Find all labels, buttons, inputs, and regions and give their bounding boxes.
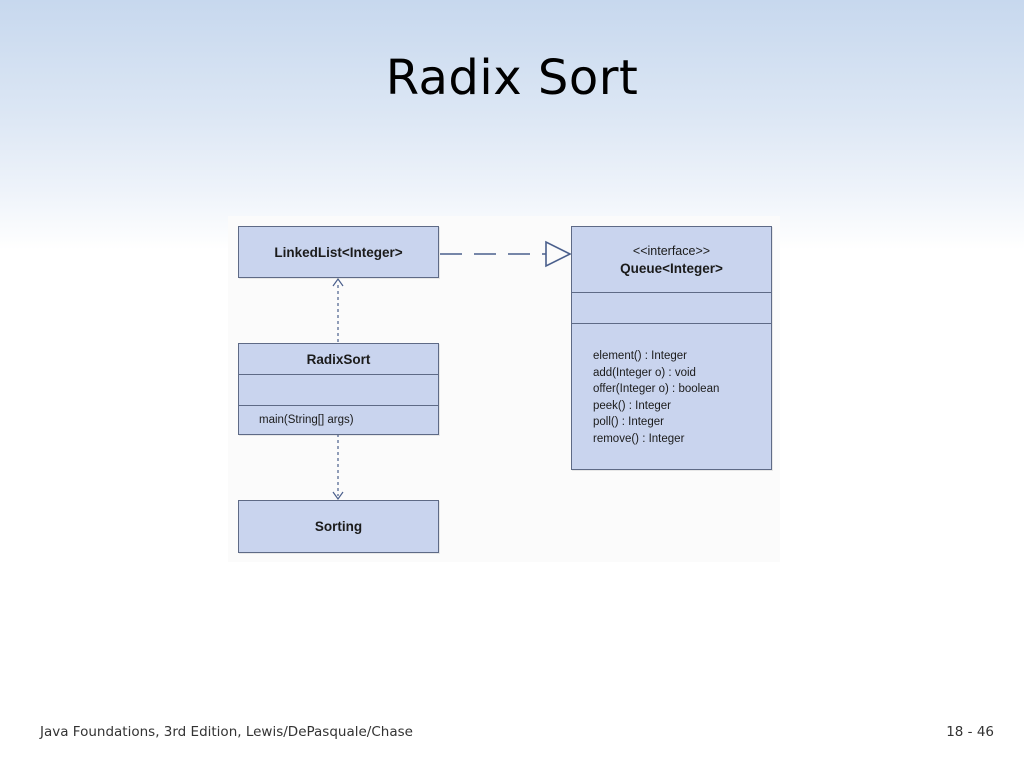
interface-stereotype: <<interface>> bbox=[632, 243, 711, 258]
class-sorting-name: Sorting bbox=[314, 519, 363, 534]
footer-page-number: 18 - 46 bbox=[946, 724, 994, 740]
class-linkedlist: LinkedList<Integer> bbox=[238, 226, 439, 278]
method-item: peek() : Integer bbox=[593, 399, 671, 412]
class-radixsort-attributes bbox=[239, 374, 438, 405]
interface-queue-methods: element() : Integer add(Integer o) : voi… bbox=[572, 323, 771, 447]
dependency-arrowhead-sorting bbox=[332, 491, 344, 501]
class-linkedlist-name: LinkedList<Integer> bbox=[274, 244, 403, 260]
class-radixsort: RadixSort main(String[] args) bbox=[238, 343, 439, 435]
method-item: main(String[] args) bbox=[259, 414, 354, 427]
footer-source: Java Foundations, 3rd Edition, Lewis/DeP… bbox=[40, 724, 413, 740]
method-item: poll() : Integer bbox=[593, 416, 664, 428]
slide-title: Radix Sort bbox=[385, 50, 639, 106]
interface-queue-attributes bbox=[572, 292, 771, 323]
method-item: remove() : Integer bbox=[593, 432, 685, 445]
class-sorting: Sorting bbox=[238, 500, 439, 553]
class-radixsort-methods: main(String[] args) bbox=[239, 405, 438, 435]
realization-arrowhead bbox=[545, 240, 572, 268]
method-item: offer(Integer o) : boolean bbox=[593, 383, 720, 395]
class-radixsort-name: RadixSort bbox=[306, 351, 371, 367]
diagram-connectors bbox=[332, 240, 572, 501]
interface-queue-name: Queue<Integer> bbox=[620, 260, 723, 276]
uml-class-diagram: LinkedList<Integer> RadixSort main(Strin… bbox=[228, 216, 780, 562]
method-item: element() : Integer bbox=[593, 350, 687, 362]
interface-queue: <<interface>> Queue<Integer> element() :… bbox=[571, 226, 772, 470]
dependency-arrowhead-linkedlist bbox=[332, 277, 344, 287]
method-item: add(Integer o) : void bbox=[593, 366, 696, 379]
